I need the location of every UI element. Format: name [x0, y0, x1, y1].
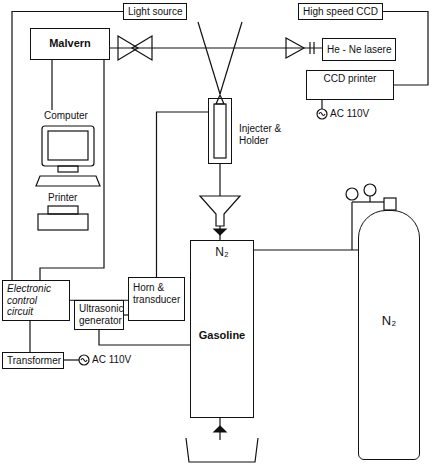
node-text: Light source	[128, 6, 182, 17]
node-text: CCD printer	[311, 73, 389, 84]
analyser-box: Malvern	[30, 28, 110, 60]
ac-source	[317, 109, 327, 119]
node-text: N₂	[363, 213, 415, 328]
aperture	[309, 42, 310, 54]
node-text: Injecter & Holder	[239, 123, 295, 147]
wire	[254, 249, 358, 250]
ac-symbol	[319, 113, 325, 116]
printer-label: Printer	[48, 192, 77, 203]
transformer-box: Transformer	[2, 352, 64, 369]
power-lead	[321, 100, 322, 109]
pressure-gauge	[346, 188, 358, 200]
supply-label: AC 110V	[92, 354, 131, 365]
ac-source	[79, 355, 89, 365]
supply-text: AC 110V	[92, 354, 131, 365]
node-text: Malvern	[35, 31, 105, 49]
computer-monitor	[42, 126, 94, 166]
computer-label: Computer	[44, 110, 88, 121]
keyboard	[36, 176, 100, 186]
wire	[29, 321, 30, 353]
lens	[132, 36, 152, 60]
node-text: Electronic control circuit	[7, 283, 65, 318]
lens	[118, 36, 138, 60]
aperture	[313, 42, 314, 54]
node-text: He - Ne lasere	[327, 41, 391, 58]
node-text: Horn & transducer	[133, 280, 180, 305]
fuel-tank: N₂ Gasoline	[190, 240, 254, 418]
wire	[12, 12, 123, 281]
regulator-pipe	[351, 202, 352, 250]
computer-stand	[58, 166, 78, 172]
printer-paper	[48, 206, 78, 214]
wire	[157, 112, 209, 277]
node-text: Transformer	[7, 355, 59, 366]
beaker	[186, 438, 258, 462]
light-source-box: Light source	[123, 3, 187, 20]
node-text: Ultrasonic generator	[79, 303, 119, 326]
control-box: Electronic control circuit	[2, 280, 70, 321]
valve	[214, 229, 226, 235]
laser-box: He - Ne lasere	[322, 38, 396, 61]
pressure-gauge	[364, 184, 376, 196]
printer-icon	[38, 214, 88, 230]
node-text: Computer	[44, 110, 88, 121]
cylinder-valve	[384, 198, 396, 210]
injector-holder: Injecter & Holder	[208, 98, 232, 164]
horn-box: Horn & transducer	[128, 277, 185, 321]
generator-box: Ultrasonic generator	[74, 300, 124, 330]
printer-box: CCD printer	[306, 70, 394, 100]
ac-symbol	[81, 359, 87, 362]
camera-box: High speed CCD	[298, 3, 383, 20]
node-text: Printer	[48, 192, 77, 203]
regulator-pipe	[352, 201, 384, 202]
wire	[40, 60, 104, 280]
spray-cone	[220, 22, 242, 94]
node-text: High speed CCD	[303, 6, 378, 17]
injector	[214, 104, 226, 158]
wire	[51, 60, 52, 110]
wire	[99, 330, 190, 345]
supply-label: AC 110V	[330, 108, 369, 119]
nozzle	[216, 95, 224, 104]
regulator-pipe	[369, 196, 370, 202]
valve	[214, 426, 226, 432]
node-text: Gasoline	[195, 329, 249, 341]
supply-text: AC 110V	[330, 108, 369, 119]
optical-axis	[110, 47, 322, 48]
gas-cylinder: N₂	[358, 210, 420, 460]
node-text: N₂	[195, 243, 249, 259]
power-lead	[64, 359, 79, 360]
lens	[286, 38, 304, 58]
funnel	[200, 196, 240, 226]
computer-screen	[48, 131, 88, 160]
fuel-pipe	[219, 164, 220, 196]
spray-cone	[198, 22, 220, 94]
